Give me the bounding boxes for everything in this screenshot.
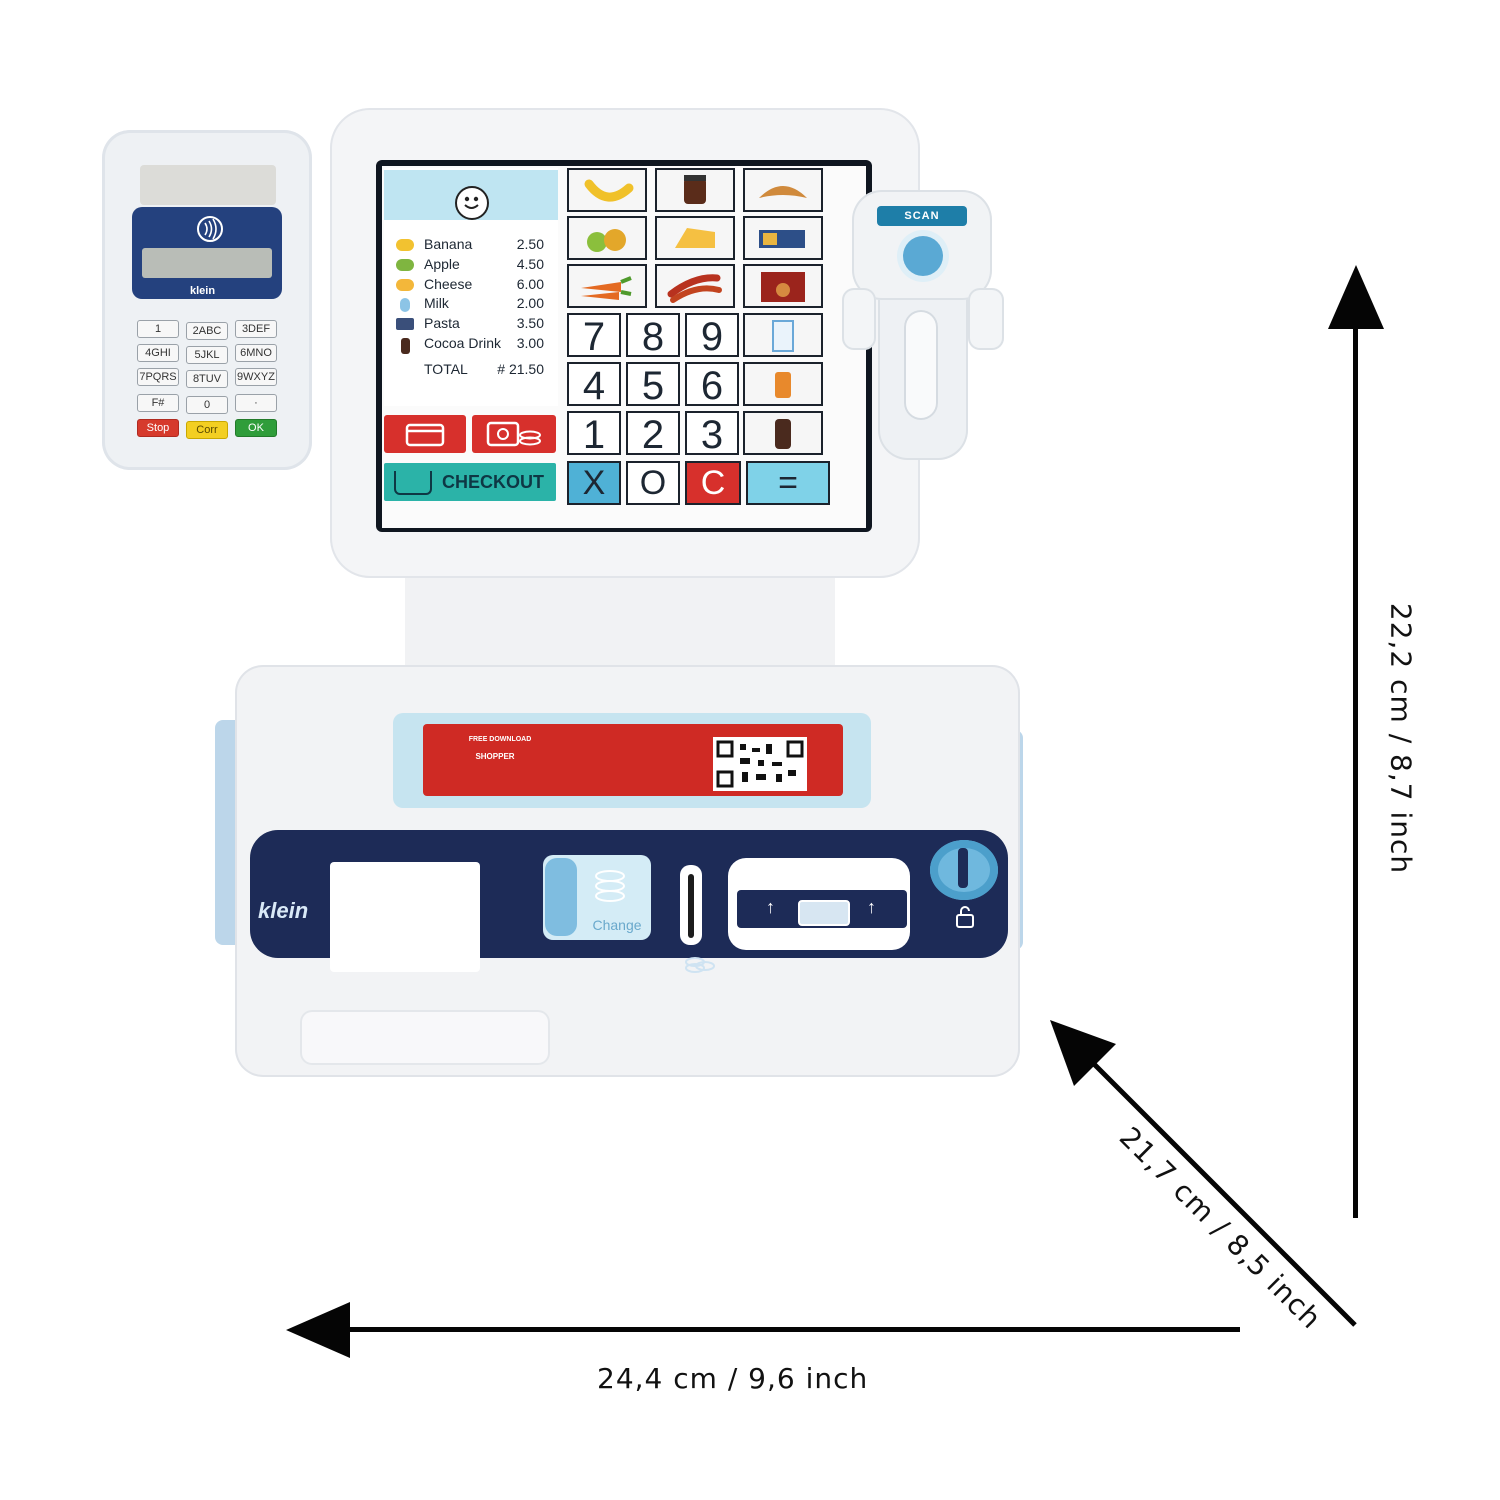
brand-logo: klein (258, 898, 309, 923)
promo-logo: SHOPPER (475, 752, 515, 761)
qr-code (713, 737, 807, 791)
change-lever[interactable] (545, 858, 577, 936)
width-dimension-label: 24,4 cm / 9,6 inch (597, 1362, 869, 1395)
scan-button[interactable] (903, 236, 943, 276)
product-tile-milk[interactable] (743, 313, 823, 357)
receipt-line: Pasta 3.50 (396, 315, 544, 335)
promo-text: FREE DOWNLOAD (468, 736, 532, 743)
cash-payment-button[interactable] (472, 415, 556, 453)
cash-icon (486, 421, 541, 447)
apple-icon (396, 259, 414, 271)
coins-icon (685, 957, 715, 973)
cocoa-drink-icon (401, 338, 410, 354)
depth-dimension-line (1050, 1020, 1357, 1327)
receipt-line: Apple 4.50 (396, 256, 544, 276)
digit-key[interactable]: 4 (567, 362, 621, 408)
keypad-key[interactable]: 4GHI (137, 344, 179, 362)
keypad-key[interactable]: 9WXYZ (235, 368, 277, 386)
arrow-up-head (1328, 265, 1384, 329)
milk-icon (400, 298, 410, 312)
digit-key[interactable]: 7 (567, 313, 621, 359)
receipt-line: Milk 2.00 (396, 295, 544, 315)
pasta-icon (396, 318, 414, 330)
product-tile-cocoa-drink[interactable] (743, 411, 823, 455)
keypad-key[interactable]: 6MNO (235, 344, 277, 362)
card-slot (140, 165, 276, 205)
change-label: Change (592, 917, 642, 933)
keypad-key[interactable]: 2ABC (186, 322, 228, 340)
scanner-grip (904, 310, 938, 420)
keypad-key[interactable]: · (235, 394, 277, 412)
correction-key[interactable]: Corr (186, 421, 228, 439)
clear-key[interactable]: C (685, 461, 741, 505)
keypad-key[interactable]: 0 (186, 396, 228, 414)
coin-slot-opening (688, 874, 694, 938)
receipt-slot (330, 862, 480, 972)
receipt-line: Banana 2.50 (396, 236, 544, 256)
product-tile-spread-jar[interactable] (655, 168, 735, 212)
product-tile-croissant[interactable] (743, 168, 823, 212)
card-payment-button[interactable] (384, 415, 466, 453)
keypad-key[interactable]: 5JKL (186, 346, 228, 364)
product-tile-banana[interactable] (567, 168, 647, 212)
contactless-icon (197, 216, 223, 242)
lock-icon (956, 906, 974, 928)
banana-icon (396, 239, 414, 251)
keypad-key[interactable]: 3DEF (235, 320, 277, 338)
product-tile-apples[interactable] (567, 216, 647, 260)
height-dimension-line (1353, 320, 1358, 1218)
digit-key[interactable]: 3 (685, 411, 739, 457)
product-tile-sausages[interactable] (655, 264, 735, 308)
equals-key[interactable]: = (746, 461, 830, 505)
product-tile-biscuit[interactable] (743, 264, 823, 308)
keypad-key[interactable]: 1 (137, 320, 179, 338)
receipt-tray (300, 1010, 550, 1065)
width-dimension-line (340, 1327, 1240, 1332)
digit-key[interactable]: 2 (626, 411, 680, 457)
cheese-icon (396, 279, 414, 291)
card-terminal-brand: klein (190, 285, 216, 297)
scanner-holder-left (842, 288, 876, 350)
zero-key[interactable]: O (626, 461, 680, 505)
product-tile-carrots[interactable] (567, 264, 647, 308)
ok-key[interactable]: OK (235, 419, 277, 437)
smiley-icon (455, 186, 489, 220)
coins-stack-icon (595, 870, 625, 902)
height-dimension-label: 22,2 cm / 8,7 inch (1384, 602, 1418, 875)
digit-key[interactable]: 8 (626, 313, 680, 359)
product-tile-cheese[interactable] (655, 216, 735, 260)
scanner-holder-right (968, 288, 1004, 350)
product-tile-pasta[interactable] (743, 216, 823, 260)
digit-key[interactable]: 1 (567, 411, 621, 457)
keypad-key[interactable]: 7PQRS (137, 368, 179, 386)
stop-key[interactable]: Stop (137, 419, 179, 437)
scan-label: SCAN (877, 206, 967, 226)
digit-key[interactable]: 5 (626, 362, 680, 408)
credit-card-icon (405, 423, 445, 447)
checkout-button[interactable]: CHECKOUT (384, 463, 556, 501)
arrow-up-icon: ↑ (867, 897, 876, 917)
multiply-key[interactable]: X (567, 461, 621, 505)
receipt-line: Cheese 6.00 (396, 276, 544, 296)
shopping-cart-icon (394, 471, 432, 495)
keypad-key[interactable]: F# (137, 394, 179, 412)
receipt-line: Cocoa Drink 3.00 (396, 335, 544, 355)
keypad-key[interactable]: 8TUV (186, 370, 228, 388)
card-terminal-display (142, 248, 272, 278)
product-tile-juice[interactable] (743, 362, 823, 406)
digit-key[interactable]: 9 (685, 313, 739, 359)
key-slot (958, 848, 968, 888)
arrow-left-head (286, 1302, 350, 1358)
card-insert-icon (798, 900, 850, 926)
arrow-up-icon: ↑ (766, 897, 775, 917)
digit-key[interactable]: 6 (685, 362, 739, 408)
